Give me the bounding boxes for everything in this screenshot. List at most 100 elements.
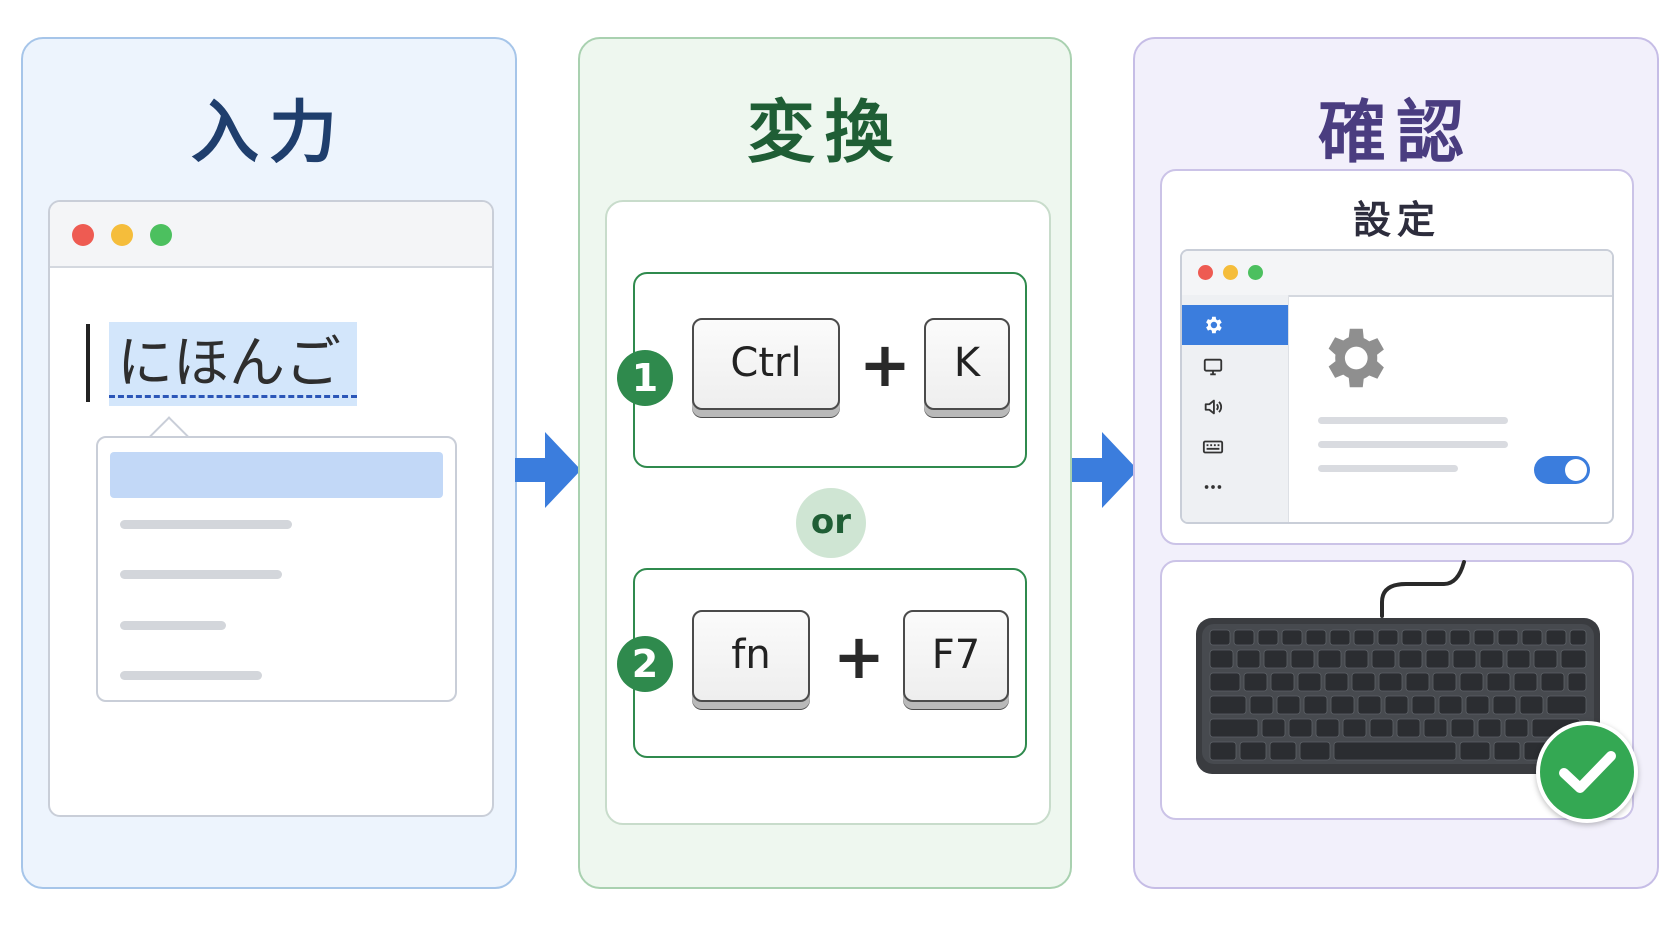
- keyboard-key: [1330, 695, 1355, 715]
- maximize-dot[interactable]: [1248, 265, 1263, 280]
- sidebar-item-more[interactable]: [1182, 467, 1288, 507]
- keyboard-key: [1261, 718, 1286, 738]
- keyboard-icon: [1196, 560, 1611, 774]
- more-icon: [1204, 485, 1222, 489]
- keyboard-key: [1371, 649, 1396, 669]
- sidebar-item-keyboard[interactable]: [1182, 427, 1288, 467]
- or-separator: or: [796, 488, 866, 558]
- text-editor-window: にほんご: [48, 200, 494, 817]
- setting-toggle[interactable]: [1534, 456, 1590, 484]
- keyboard-key: [1305, 629, 1327, 646]
- keyboard-key: [1425, 629, 1447, 646]
- keyboard-key: [1324, 672, 1349, 692]
- arrow-right-icon: [1072, 432, 1138, 508]
- success-check-icon: [1536, 721, 1638, 823]
- keyboard-key: [1465, 695, 1490, 715]
- arrow-right-icon: [515, 432, 581, 508]
- keyboard-key: [1344, 649, 1369, 669]
- keyboard-key: [1333, 741, 1457, 761]
- keyboard-key: [1396, 718, 1421, 738]
- candidate-item[interactable]: [120, 520, 292, 529]
- minimize-dot[interactable]: [1223, 265, 1238, 280]
- sidebar-item-general[interactable]: [1182, 305, 1288, 345]
- keyboard-key: [1423, 718, 1448, 738]
- keyboard-key: [1545, 629, 1567, 646]
- keyboard-key: [1479, 649, 1504, 669]
- keyboard-key: [1243, 672, 1268, 692]
- key-ctrl[interactable]: Ctrl: [692, 318, 840, 410]
- key-fn[interactable]: fn: [692, 610, 810, 702]
- keyboard-key: [1384, 695, 1409, 715]
- keyboard-key: [1459, 672, 1484, 692]
- candidate-item[interactable]: [120, 621, 226, 630]
- input-panel-title: 入力: [190, 94, 347, 173]
- candidate-item[interactable]: [120, 570, 282, 579]
- key-k[interactable]: K: [924, 318, 1010, 410]
- keyboard-key: [1513, 672, 1538, 692]
- setting-row: [1318, 417, 1508, 424]
- input-panel: 入力 にほんご: [21, 37, 517, 889]
- keyboard-card: [1160, 560, 1634, 820]
- step-number-1: 1: [617, 350, 673, 406]
- step-number-2: 2: [617, 636, 673, 692]
- keyboard-key: [1533, 649, 1558, 669]
- keyboard-key: [1236, 649, 1261, 669]
- shortcut-option-2: fn + F7: [633, 568, 1027, 758]
- keyboard-key: [1209, 741, 1237, 761]
- settings-gear-icon: [1328, 328, 1384, 388]
- keyboard-key: [1303, 695, 1328, 715]
- convert-panel-title: 変換: [746, 94, 903, 173]
- keyboard-key: [1353, 629, 1375, 646]
- gear-icon: [1206, 316, 1222, 334]
- keyboard-key: [1357, 695, 1382, 715]
- plus-sign: +: [833, 620, 885, 693]
- plus-sign: +: [859, 328, 911, 401]
- settings-sidebar: [1182, 295, 1289, 522]
- keyboard-key: [1270, 672, 1295, 692]
- maximize-dot[interactable]: [150, 224, 172, 246]
- sidebar-item-sound[interactable]: [1182, 387, 1288, 427]
- keyboard-key: [1239, 741, 1267, 761]
- keyboard-key: [1540, 672, 1565, 692]
- toggle-knob: [1565, 459, 1587, 481]
- monitor-icon: [1203, 358, 1223, 376]
- setting-row: [1318, 465, 1458, 472]
- close-dot[interactable]: [1198, 265, 1213, 280]
- keyboard-key: [1209, 672, 1241, 692]
- keyboard-key: [1432, 672, 1457, 692]
- settings-window: [1180, 249, 1614, 524]
- confirm-panel-title: 確認: [1317, 94, 1474, 173]
- keyboard-key: [1209, 629, 1231, 646]
- shortcut-card: Ctrl + K 1 or fn + F7 2: [605, 200, 1051, 825]
- keyboard-key: [1560, 649, 1587, 669]
- minimize-dot[interactable]: [111, 224, 133, 246]
- keyboard-key: [1486, 672, 1511, 692]
- keyboard-key: [1288, 718, 1313, 738]
- text-caret: [86, 324, 90, 402]
- close-dot[interactable]: [72, 224, 94, 246]
- key-f7[interactable]: F7: [903, 610, 1009, 702]
- settings-card: 設定: [1160, 169, 1634, 545]
- keyboard-key: [1369, 718, 1394, 738]
- keyboard-key: [1398, 649, 1423, 669]
- keyboard-key: [1276, 695, 1301, 715]
- keyboard-key: [1497, 629, 1519, 646]
- keyboard-key: [1411, 695, 1436, 715]
- keyboard-key: [1290, 649, 1315, 669]
- keyboard-key: [1519, 695, 1544, 715]
- keyboard-key: [1297, 672, 1322, 692]
- keyboard-key: [1506, 649, 1531, 669]
- keyboard-key: [1452, 649, 1477, 669]
- ime-composition-text[interactable]: にほんご: [109, 322, 357, 406]
- sidebar-item-display[interactable]: [1182, 347, 1288, 387]
- confirm-panel: 確認 設定: [1133, 37, 1659, 889]
- candidate-list: [96, 436, 457, 702]
- keyboard-key: [1377, 629, 1399, 646]
- keyboard-key: [1263, 649, 1288, 669]
- keyboard-key: [1569, 629, 1587, 646]
- keyboard-key: [1449, 629, 1471, 646]
- candidate-item[interactable]: [120, 671, 262, 680]
- keyboard-key: [1504, 718, 1529, 738]
- candidate-item-selected[interactable]: [110, 452, 443, 498]
- keyboard-key: [1315, 718, 1340, 738]
